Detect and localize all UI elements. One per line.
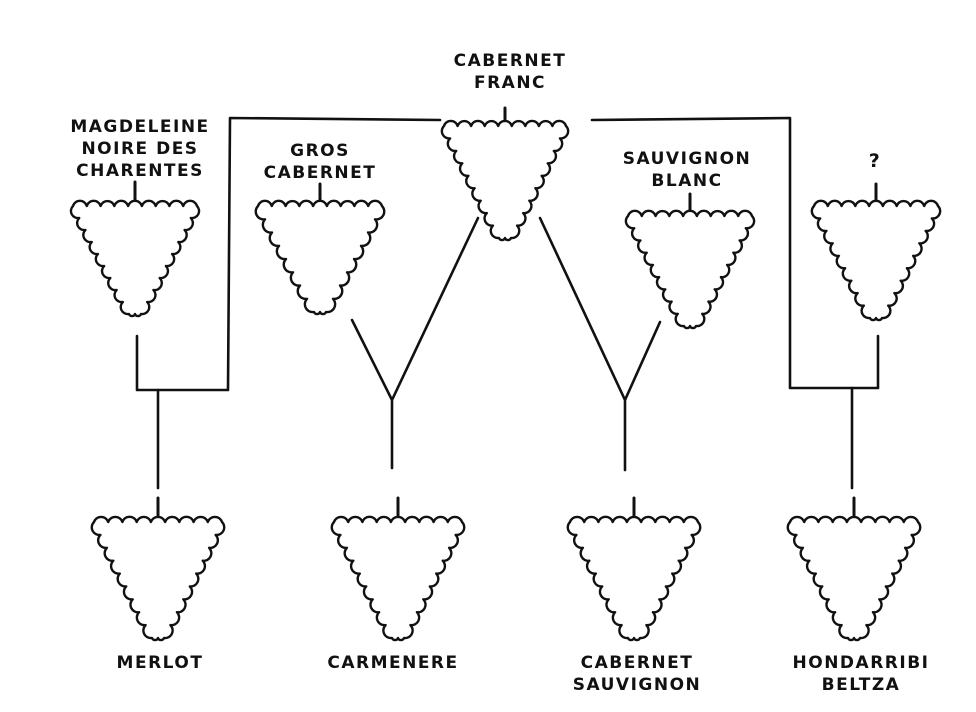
- carmenere-bunch-icon: [330, 496, 466, 642]
- connector-cabsauv-y: [538, 216, 662, 472]
- sauvignon-blanc-bunch-icon: [624, 192, 756, 330]
- grape-bunch-outline: [69, 199, 201, 318]
- merlot-bunch-icon: [90, 496, 226, 642]
- grape-bunch-outline: [810, 199, 942, 322]
- gros-cabernet-bunch-icon: [254, 182, 386, 316]
- label-carmenere: CARMENERE: [327, 653, 459, 673]
- grape-bunch-outline: [786, 515, 922, 642]
- label-merlot: MERLOT: [116, 653, 204, 673]
- grape-bunch-outline: [254, 199, 386, 316]
- grape-bunch-outline: [566, 515, 702, 642]
- unknown-parent-bunch-icon: [810, 182, 942, 322]
- grape-bunch-outline: [624, 209, 756, 330]
- connector-carmenere-y: [350, 216, 480, 470]
- magdeleine-bunch-icon: [69, 180, 201, 318]
- grape-bunch-outline: [90, 515, 226, 642]
- cabernet-sauvignon-bunch-icon: [566, 496, 702, 642]
- hondarribi-beltza-bunch-icon: [786, 496, 922, 642]
- connector-franc-merlot: [135, 116, 442, 392]
- grape-bunch-outline: [440, 119, 570, 242]
- grape-bunch-outline: [330, 515, 466, 642]
- connector-franc-hondarribi: [590, 116, 880, 390]
- connector-lines: [135, 116, 880, 490]
- label-unknown-parent: ?: [868, 150, 882, 172]
- cabernet-franc-bunch-icon: [440, 106, 570, 242]
